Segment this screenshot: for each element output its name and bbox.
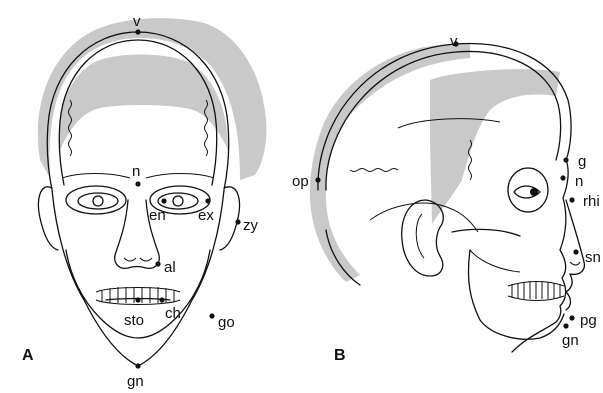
label-b-v: v	[450, 33, 458, 50]
profile-ear-inner	[416, 214, 424, 258]
landmark-al-point	[155, 261, 160, 266]
zygomatic-arch	[452, 229, 520, 236]
left-orbit	[66, 186, 126, 214]
landmark-zy-point	[235, 219, 240, 224]
squamosal-suture	[370, 203, 478, 232]
label-b-sn: sn	[585, 249, 601, 266]
label-b-op: op	[292, 173, 309, 190]
label-b-gn: gn	[562, 332, 579, 349]
nasal-aperture	[124, 258, 152, 261]
neck-front-line	[512, 322, 556, 352]
landmark-v-point	[135, 29, 140, 34]
panel-label-a: A	[22, 347, 34, 364]
label-a-go: go	[218, 314, 235, 331]
label-a-en: en	[149, 207, 166, 224]
landmark-n-point	[135, 181, 140, 186]
label-a-al: al	[164, 259, 176, 276]
landmark-b-sn-point	[573, 249, 578, 254]
label-a-gn: gn	[127, 373, 144, 390]
panel-a-frontal-view: v n en ex zy al sto ch go gn A	[22, 13, 266, 390]
label-b-pg: pg	[580, 312, 597, 329]
landmark-ch-point	[159, 297, 164, 302]
profile-orbit	[508, 168, 548, 212]
landmark-b-rhi-point	[569, 197, 574, 202]
landmark-sto-point	[135, 297, 140, 302]
mandible-ramus	[470, 250, 520, 272]
nostril	[570, 262, 580, 265]
label-b-n: n	[575, 173, 583, 190]
landmark-b-op-point	[315, 177, 320, 182]
landmark-b-gn-point	[563, 323, 568, 328]
panel-b-lateral-view: v g n rhi op sn pg gn B	[292, 33, 601, 364]
profile-teeth	[508, 282, 564, 301]
landmark-b-pg-point	[569, 315, 574, 320]
lambdoid-suture	[350, 169, 398, 172]
landmark-b-g-point	[563, 157, 568, 162]
label-a-sto: sto	[124, 312, 144, 329]
panel-label-b: B	[334, 347, 346, 364]
label-b-rhi: rhi	[583, 193, 600, 210]
left-pupil	[93, 196, 103, 206]
profile-nose	[566, 200, 584, 274]
landmark-ex-point	[205, 198, 210, 203]
landmark-en-point	[161, 198, 166, 203]
label-a-n: n	[132, 163, 140, 180]
label-a-ex: ex	[198, 207, 214, 224]
hair-mass	[59, 55, 228, 151]
landmark-b-n-point	[560, 175, 565, 180]
label-a-v: v	[133, 13, 141, 30]
profile-lips	[566, 274, 572, 310]
hair-side-region	[430, 69, 560, 224]
landmark-go-point	[209, 313, 214, 318]
left-ear	[39, 187, 59, 250]
profile-pupil	[530, 188, 538, 196]
label-b-g: g	[578, 153, 586, 170]
label-a-ch: ch	[165, 305, 181, 322]
landmark-gn-point	[135, 363, 140, 368]
label-a-zy: zy	[243, 217, 259, 234]
right-pupil	[173, 196, 183, 206]
